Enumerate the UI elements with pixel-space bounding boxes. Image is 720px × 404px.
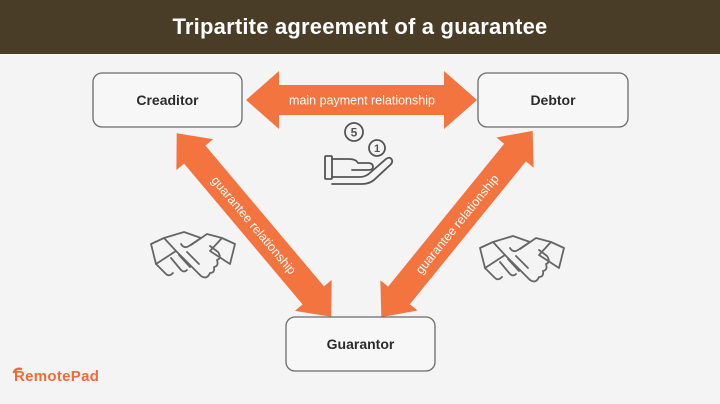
title-bar: Tripartite agreement of a guarantee [0, 0, 720, 54]
debtor-label: Debtor [530, 92, 576, 108]
coins-hand-icon [324, 122, 394, 185]
right-guarantee-arrow: guarantee relationship [380, 130, 534, 318]
left-guarantee-label: guarantee relationship [208, 174, 298, 278]
handshake-icon [479, 235, 565, 283]
brand-mark-icon [12, 367, 23, 374]
page-title: Tripartite agreement of a guarantee [172, 14, 548, 39]
coin-one-label: 1 [374, 143, 380, 155]
creditor-label: Creaditor [136, 92, 199, 108]
main-payment-arrow: main payment relationship [246, 71, 477, 129]
debtor-box: Debtor [477, 72, 629, 128]
main-payment-label: main payment relationship [289, 94, 435, 108]
right-guarantee-label: guarantee relationship [413, 172, 502, 277]
guarantor-label: Guarantor [327, 336, 395, 352]
coin-five-label: 5 [351, 126, 358, 140]
left-guarantee-arrow: guarantee relationship [176, 133, 332, 317]
handshake-icon [150, 231, 236, 279]
brand-logo: RemotePad [14, 368, 100, 385]
guarantor-box: Guarantor [285, 316, 436, 372]
creditor-box: Creaditor [92, 72, 243, 128]
